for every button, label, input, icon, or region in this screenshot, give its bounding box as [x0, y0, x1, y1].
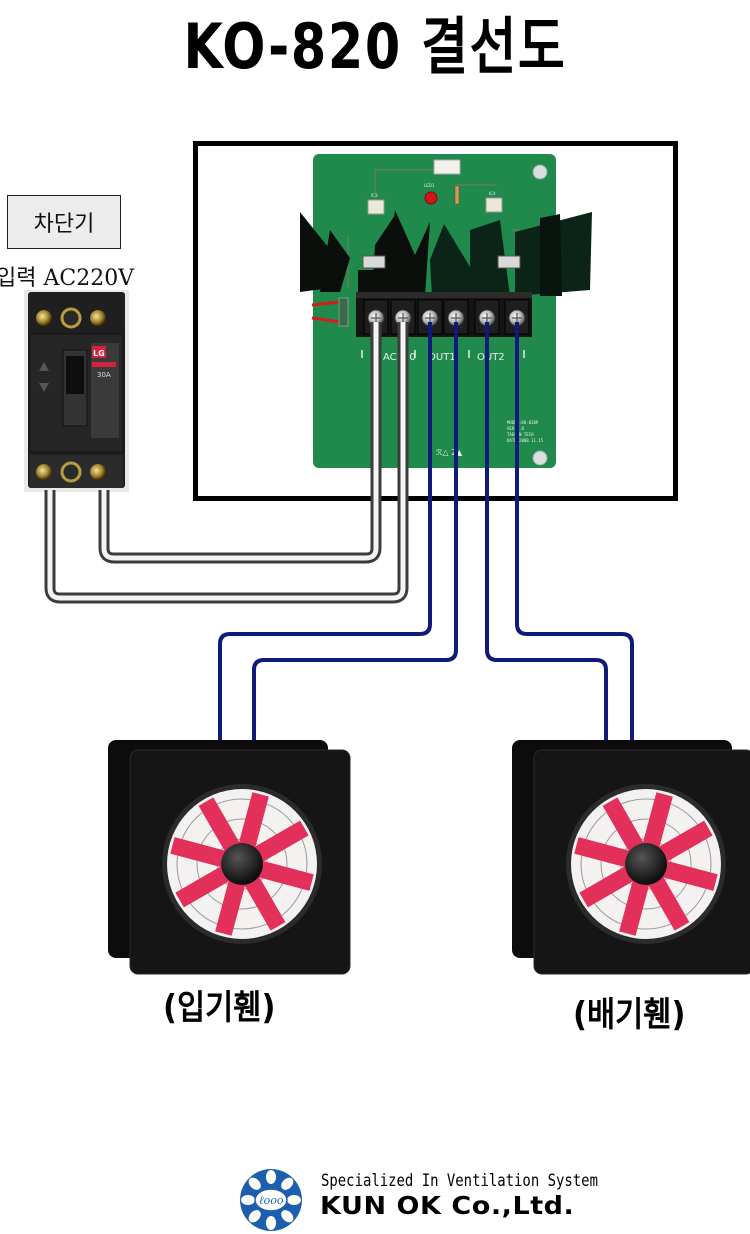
resistor — [454, 185, 460, 205]
power-wire-inner-highlight — [101, 320, 379, 561]
fan-blade — [243, 875, 286, 931]
screw-slot — [398, 313, 408, 323]
exhaust-fan-label: (배기휀) — [573, 995, 686, 1035]
arrow-down-icon — [39, 383, 49, 392]
out2-wire-b — [515, 322, 634, 742]
certification-marks: ℛ△ 2▲ — [436, 448, 463, 457]
lg-logo-badge — [92, 346, 106, 358]
fan-blade — [257, 860, 314, 891]
breaker-terminal-screw — [36, 464, 52, 480]
board-info-line: MODEL:KO-820P — [507, 420, 539, 425]
breaker-model-stripe — [92, 362, 116, 367]
power-wires — [44, 320, 409, 604]
out1-wire-a — [218, 322, 432, 742]
circuit-breaker: LG 30A — [24, 290, 129, 492]
exhaust-fan — [512, 740, 750, 975]
breaker-terminal-screw — [90, 464, 106, 480]
out1-wire-b — [252, 322, 458, 742]
heatsink-right — [430, 212, 592, 296]
fan-blade — [175, 865, 231, 908]
led-label: LED1 — [424, 183, 435, 188]
logo-petal — [248, 1177, 261, 1190]
fan-blade — [253, 820, 309, 863]
fan-guard-ring — [580, 798, 712, 930]
ic-chip — [367, 199, 385, 215]
logo-script: ℓοοο — [259, 1194, 284, 1207]
controller-pcb: LED1 IC3 IC4 AC — [300, 154, 592, 468]
logo-petals — [241, 1170, 301, 1230]
breaker-terminal-screw — [90, 310, 106, 326]
screw-slot — [482, 313, 492, 323]
diagram-title: KO-820 결선도 — [183, 10, 567, 83]
kunok-logo-emblem: ℓοοο — [240, 1169, 302, 1231]
fan-guard-ring — [176, 798, 308, 930]
arrow-up-icon — [39, 362, 49, 371]
fan-guard-ring — [196, 818, 288, 910]
screw-slot — [451, 313, 461, 323]
breaker-brand: LG — [93, 349, 105, 358]
fan-blade — [602, 797, 645, 853]
pcb-connector — [433, 159, 461, 175]
logo-petal — [281, 1210, 294, 1223]
logo-petal — [287, 1195, 301, 1205]
board-info-line: TAEGYN TECH — [507, 432, 534, 437]
logo-petal — [241, 1195, 255, 1205]
breaker-label-box: 차단기 — [7, 195, 121, 249]
logo-petal — [281, 1177, 294, 1190]
ic-label: IC4 — [489, 191, 496, 196]
pcb-trace — [374, 169, 434, 200]
fan-blade — [657, 820, 713, 863]
screw-slot — [512, 313, 522, 323]
fan-blade — [642, 792, 673, 849]
fan-blade — [215, 879, 246, 936]
breaker-toggle-switch[interactable] — [66, 356, 84, 394]
fan-blade — [574, 837, 631, 868]
fan-blade — [238, 792, 269, 849]
logo-company-name: KUN OK Co.,Ltd. — [320, 1191, 575, 1220]
mounting-hole — [532, 450, 548, 466]
fan-hub — [625, 843, 667, 885]
terminal-label-out1: OUT1 — [428, 352, 456, 363]
logo-tagline: Specialized In Ventilation System — [321, 1171, 598, 1191]
logo-petal — [248, 1210, 261, 1223]
transistor — [497, 255, 521, 269]
fan-blade — [661, 860, 718, 891]
fan-blade — [647, 875, 690, 931]
fan-guard-ring — [600, 818, 692, 910]
intake-fan — [108, 740, 351, 975]
silkscreen-divider — [361, 350, 525, 358]
fan-blade — [619, 879, 650, 936]
logo-center — [254, 1188, 288, 1212]
power-wire-outer-highlight — [47, 320, 406, 601]
breaker-terminal-ring — [60, 307, 82, 329]
breaker-spec-sticker — [91, 343, 119, 438]
fan-hub — [221, 843, 263, 885]
breaker-terminal-screw — [36, 310, 52, 326]
intake-fan-label: (입기휀) — [163, 988, 276, 1028]
terminal-label-out2: OUT2 — [477, 352, 505, 363]
led-indicator — [424, 191, 438, 205]
breaker-label: 차단기 — [33, 212, 95, 237]
transistor — [362, 255, 386, 269]
breaker-rating: 30A — [97, 371, 111, 379]
breaker-terminal-ring — [60, 461, 82, 483]
signal-wires — [218, 322, 634, 742]
board-info-line: DATE:2008.11.15 — [507, 438, 544, 443]
screw-slot — [425, 313, 435, 323]
input-voltage-label: 입력 AC220V — [0, 266, 135, 291]
jumper-wire — [311, 300, 341, 324]
ic-chip — [485, 197, 503, 213]
fan-blade — [579, 865, 635, 908]
fan-blade — [170, 837, 227, 868]
fan-blade — [198, 797, 241, 853]
power-wire-terminals — [370, 322, 409, 500]
logo-petal — [266, 1216, 276, 1230]
ic-label: IC3 — [371, 193, 378, 198]
screw-slot — [371, 313, 381, 323]
mounting-hole — [532, 164, 548, 180]
out2-wire-a — [485, 322, 608, 742]
jumper-pad — [338, 297, 349, 327]
logo-petal — [266, 1170, 276, 1184]
terminal-block-top — [356, 292, 532, 298]
